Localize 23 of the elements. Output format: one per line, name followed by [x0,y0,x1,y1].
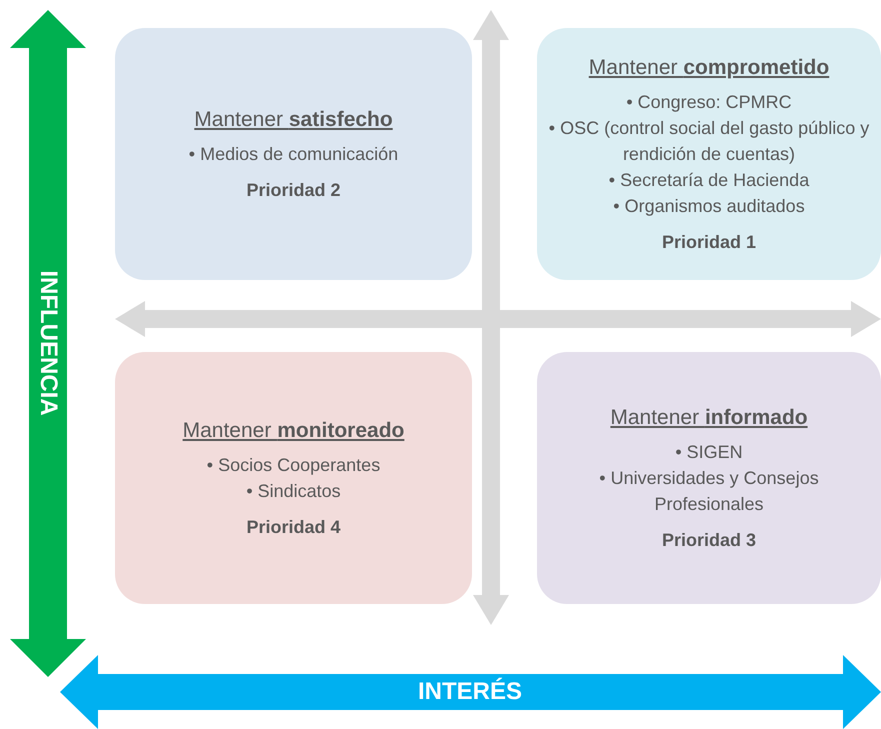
axis-label: INTERÉS [418,680,522,704]
stakeholder-item: • Medios de comunicación [188,142,398,166]
quadrant-box [115,352,472,604]
axis-label: INFLUENCIA [36,270,60,416]
priority-label: Prioridad 1 [662,230,756,254]
quadrant-box [537,352,881,604]
stakeholder-item: • Secretaría de Hacienda [608,168,810,192]
quadrant-heading: Mantener satisfecho [194,106,393,133]
stakeholder-item: • Socios Cooperantes [206,454,380,477]
quadrant-box [537,28,881,280]
stakeholder-item: • OSC (control social del gasto público y rendición de cuentas) [548,116,870,166]
stakeholder-item: • SIGEN [675,440,743,464]
quadrant-heading: Mantener comprometido [588,54,830,81]
priority-label: Prioridad 2 [246,178,341,202]
quadrant-box [115,28,472,280]
quadrant-heading: Mantener monitoreado [182,418,404,444]
priority-label: Prioridad 4 [246,516,341,538]
stakeholder-item: • Congreso: CPMRC [626,90,792,114]
stakeholder-item: • Universidades y Consejos Profesionales [598,466,820,516]
stakeholder-item: • Sindicatos [246,480,341,503]
quadrant-heading: Mantener informado [610,404,808,431]
priority-label: Prioridad 3 [662,528,756,552]
stakeholder-item: • Organismos auditados [613,194,805,218]
